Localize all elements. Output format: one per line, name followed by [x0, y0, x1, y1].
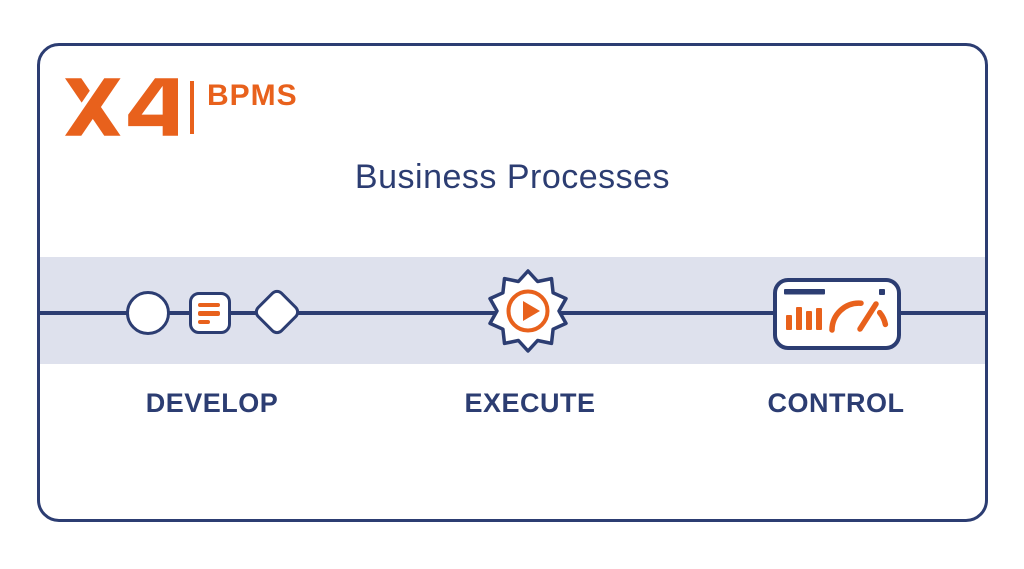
stage-label-execute: EXECUTE [464, 388, 596, 418]
diagram-card: BPMS Business Processes DEVE [37, 43, 988, 522]
x4-logo [65, 78, 178, 136]
task-text-line [198, 302, 220, 307]
dashboard-dot [879, 289, 885, 295]
play-triangle-icon [523, 301, 540, 321]
stage-label-control: CONTROL [767, 388, 905, 418]
task-text-line [198, 319, 210, 324]
gear-play-icon [488, 269, 568, 353]
logo-product-name: BPMS [207, 79, 298, 112]
diagram-title: Business Processes [354, 158, 671, 196]
gauge-icon [829, 300, 889, 333]
dashboard-titlebar [784, 289, 825, 295]
task-text-line [198, 311, 220, 316]
start-event-circle-icon [126, 291, 170, 335]
bar-chart-icon [786, 307, 822, 330]
stage-label-develop: DEVELOP [145, 388, 279, 418]
logo-divider [190, 81, 194, 134]
task-list-icon [189, 292, 231, 334]
dashboard-gauge-icon [773, 278, 901, 350]
